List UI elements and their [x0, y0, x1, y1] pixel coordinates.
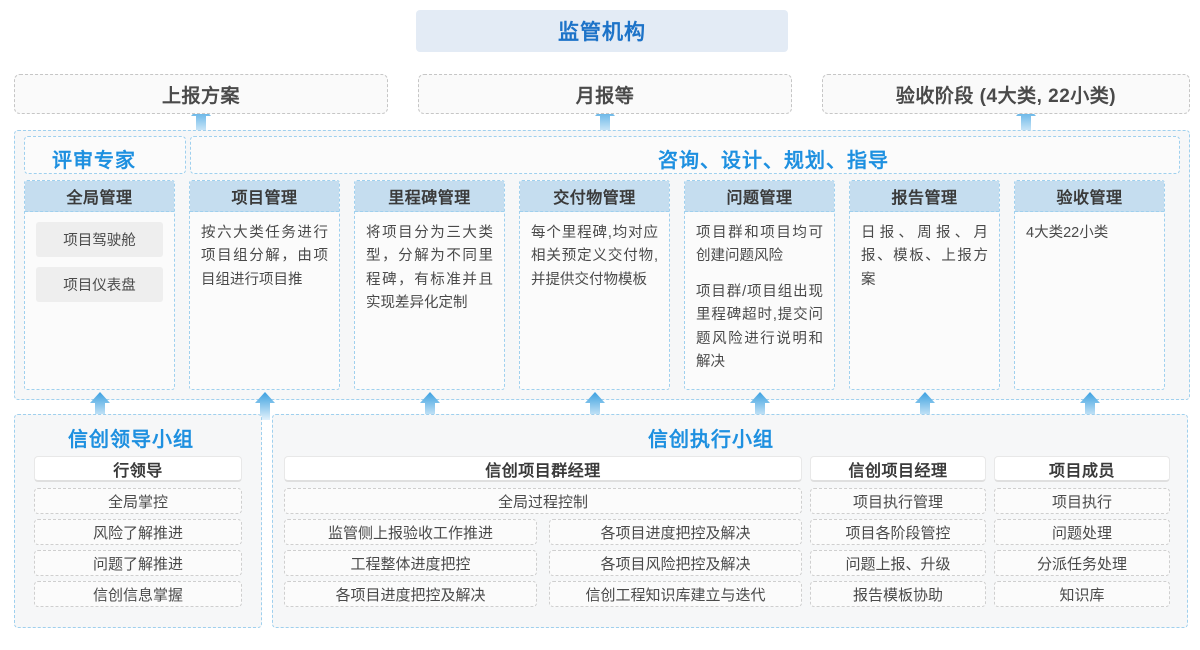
leader-group-item: 问题了解推进 [34, 550, 242, 576]
consulting-label: 咨询、设计、规划、指导 [658, 150, 889, 172]
service-column-body: 每个里程碑,均对应相关预定义交付物,并提供交付物模板 [520, 212, 669, 292]
consulting-label-box [190, 136, 1180, 174]
program-manager-item: 各项目风险把控及解决 [549, 550, 802, 576]
channel-box-1: 上报方案 [14, 74, 388, 114]
service-column-body: 按六大类任务进行项目组分解，由项目组进行项目推 [190, 212, 339, 292]
arrow-up-service-3 [419, 392, 441, 420]
service-column-body: 项目驾驶舱 项目仪表盘 [25, 212, 174, 302]
leader-group-header: 行领导 [34, 456, 242, 482]
service-column-body: 项目群和项目均可创建问题风险 项目群/项目组出现里程碑超时,提交问题风险进行说明… [685, 212, 834, 375]
service-column-title: 交付物管理 [520, 181, 669, 212]
service-column-body: 将项目分为三大类型，分解为不同里程碑，有标准并且实现差异化定制 [355, 212, 504, 316]
arrow-up-service-6 [914, 392, 936, 420]
channel-box-2: 月报等 [418, 74, 792, 114]
reviewer-label-box [24, 136, 186, 174]
channel-label-3: 验收阶段 (4大类, 22小类) [895, 85, 1117, 107]
regulator-box: 监管机构 [416, 10, 788, 52]
leader-group-item: 全局掌控 [34, 488, 242, 514]
service-text: 每个里程碑,均对应相关预定义交付物,并提供交付物模板 [531, 225, 658, 288]
program-manager-item: 监管侧上报验收工作推进 [284, 519, 537, 545]
program-manager-item: 工程整体进度把控 [284, 550, 537, 576]
arrow-up-service-1 [89, 392, 111, 420]
leader-group-item: 风险了解推进 [34, 519, 242, 545]
leader-group-item: 信创信息掌握 [34, 581, 242, 607]
program-manager-header: 信创项目群经理 [284, 456, 802, 482]
exec-group-title: 信创执行小组 [648, 429, 774, 451]
reviewer-label: 评审专家 [52, 150, 136, 172]
service-column-report: 报告管理 日报、周报、月报、模板、上报方案 [849, 180, 1000, 390]
service-column-deliverable: 交付物管理 每个里程碑,均对应相关预定义交付物,并提供交付物模板 [519, 180, 670, 390]
service-column-project: 项目管理 按六大类任务进行项目组分解，由项目组进行项目推 [189, 180, 340, 390]
service-column-body: 4大类22小类 [1015, 212, 1164, 245]
service-column-global: 全局管理 项目驾驶舱 项目仪表盘 [24, 180, 175, 390]
service-text: 日报、周报、月报、模板、上报方案 [861, 225, 988, 288]
service-text: 项目群和项目均可创建问题风险 [696, 225, 823, 265]
service-column-title: 里程碑管理 [355, 181, 504, 212]
arrow-up-service-4 [584, 392, 606, 420]
service-column-title: 问题管理 [685, 181, 834, 212]
service-text: 将项目分为三大类型，分解为不同里程碑，有标准并且实现差异化定制 [366, 225, 493, 312]
project-member-item: 知识库 [994, 581, 1170, 607]
service-column-title: 项目管理 [190, 181, 339, 212]
channel-box-3: 验收阶段 (4大类, 22小类) [822, 74, 1190, 114]
project-manager-item: 项目执行管理 [810, 488, 986, 514]
service-column-issue: 问题管理 项目群和项目均可创建问题风险 项目群/项目组出现里程碑超时,提交问题风… [684, 180, 835, 390]
service-pill: 项目驾驶舱 [36, 222, 163, 257]
project-manager-item: 问题上报、升级 [810, 550, 986, 576]
project-member-header: 项目成员 [994, 456, 1170, 482]
program-manager-wide-item: 全局过程控制 [284, 488, 802, 514]
project-member-item: 问题处理 [994, 519, 1170, 545]
program-manager-item: 各项目进度把控及解决 [284, 581, 537, 607]
project-member-item: 项目执行 [994, 488, 1170, 514]
arrow-up-service-7 [1079, 392, 1101, 420]
regulator-label: 监管机构 [558, 21, 646, 44]
service-text: 按六大类任务进行项目组分解，由项目组进行项目推 [201, 225, 328, 288]
arrow-up-service-5 [749, 392, 771, 420]
service-column-milestone: 里程碑管理 将项目分为三大类型，分解为不同里程碑，有标准并且实现差异化定制 [354, 180, 505, 390]
service-column-title: 报告管理 [850, 181, 999, 212]
project-manager-item: 项目各阶段管控 [810, 519, 986, 545]
service-column-body: 日报、周报、月报、模板、上报方案 [850, 212, 999, 292]
channel-label-2: 月报等 [575, 85, 635, 107]
project-manager-header: 信创项目经理 [810, 456, 986, 482]
project-member-item: 分派任务处理 [994, 550, 1170, 576]
program-manager-item: 信创工程知识库建立与迭代 [549, 581, 802, 607]
arrow-up-service-2 [254, 392, 276, 420]
leader-group-title: 信创领导小组 [68, 429, 194, 451]
service-text: 项目群/项目组出现里程碑超时,提交问题风险进行说明和解决 [696, 283, 823, 371]
service-column-acceptance: 验收管理 4大类22小类 [1014, 180, 1165, 390]
service-column-title: 全局管理 [25, 181, 174, 212]
service-text: 4大类22小类 [1026, 225, 1109, 241]
service-pill: 项目仪表盘 [36, 267, 163, 302]
project-manager-item: 报告模板协助 [810, 581, 986, 607]
program-manager-item: 各项目进度把控及解决 [549, 519, 802, 545]
service-column-title: 验收管理 [1015, 181, 1164, 212]
channel-label-1: 上报方案 [161, 85, 240, 107]
